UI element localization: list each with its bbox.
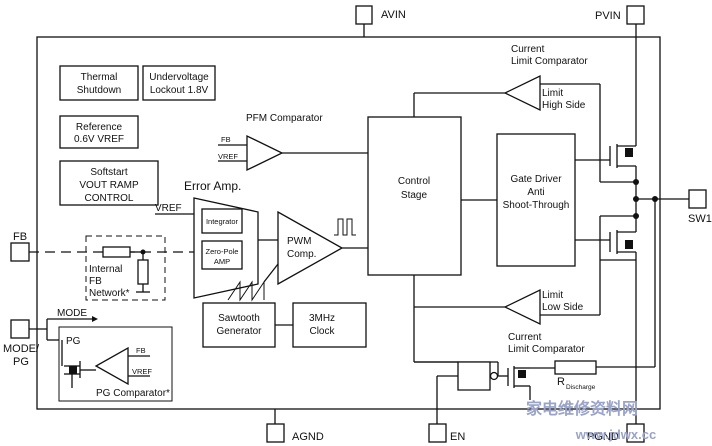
current-limit-high-comparator: Limit High Side	[413, 74, 601, 142]
mode-label: MODE	[57, 308, 87, 319]
pin-pg-label: PG	[13, 356, 29, 368]
gate-driver-block: Gate Driver Anti Shoot-Through	[496, 133, 576, 267]
gate-driver-line3: Shoot-Through	[503, 200, 570, 211]
limit-low-label1: Limit	[542, 290, 563, 301]
internal-fb-line2: FB	[89, 276, 102, 287]
ic-outline	[36, 36, 661, 410]
thermal-line2: Shutdown	[77, 85, 121, 96]
pin-sw1: SW1	[688, 189, 712, 225]
uvlo-line2: Lockout 1.8V	[150, 85, 209, 96]
pin-pgnd: PGND	[587, 423, 645, 443]
gate-driver-line1: Gate Driver	[510, 174, 562, 185]
clock-block: 3MHz Clock	[275, 302, 367, 348]
current-limit-bottom-label1: Current	[508, 332, 542, 343]
watermark: 家电维修资料网 www.jdwx.cc	[526, 399, 656, 442]
error-amplifier: Integrator Zero-Pole AMP VREF	[155, 197, 278, 299]
pg-vref-label: VREF	[132, 367, 152, 376]
current-limit-bottom-label2: Limit Comparator	[508, 344, 585, 355]
low-side-mosfet	[575, 216, 637, 260]
clock-line2: Clock	[309, 326, 335, 337]
softstart-line2: VOUT RAMP	[79, 180, 139, 191]
pfm-comparator: FB VREF	[218, 134, 368, 172]
pin-avin-label: AVIN	[381, 9, 406, 21]
thermal-line1: Thermal	[81, 72, 118, 83]
control-stage-line2: Stage	[401, 190, 428, 201]
watermark-chinese: 家电维修资料网	[526, 399, 638, 418]
reference-line1: Reference	[76, 122, 123, 133]
control-stage-line1: Control	[398, 176, 430, 187]
pin-mode-label: MODE/	[3, 343, 40, 355]
internal-fb-network: Internal FB Network*	[85, 235, 166, 301]
internal-fb-line3: Network*	[89, 288, 130, 299]
pg-fb-label: FB	[136, 346, 146, 355]
softstart-block: Softstart VOUT RAMP CONTROL	[59, 160, 159, 206]
r-discharge-subscript: Discharge	[566, 384, 596, 391]
pg-label: PG	[66, 336, 81, 347]
softstart-line1: Softstart	[90, 167, 127, 178]
mode-pg-section: MODE PG FB VREF PG Comparator*	[29, 308, 173, 402]
pg-comparator-label: PG Comparator*	[96, 388, 170, 399]
reference-line2: 0.6V VREF	[74, 134, 124, 145]
pin-fb-label: FB	[13, 231, 27, 243]
pin-pvin-label: PVIN	[595, 10, 621, 22]
limit-high-label1: Limit	[542, 88, 563, 99]
error-amp-vref-label: VREF	[155, 203, 182, 214]
pfm-fb-label: FB	[221, 135, 231, 144]
current-limit-low-comparator: Limit Low Side	[413, 255, 601, 326]
limit-high-label2: High Side	[542, 100, 586, 111]
internal-fb-line1: Internal	[89, 264, 122, 275]
pin-sw1-label: SW1	[688, 213, 712, 225]
clock-line1: 3MHz	[309, 313, 335, 324]
thermal-shutdown-block: Thermal Shutdown	[59, 65, 139, 101]
uvlo-line1: Undervoltage	[149, 72, 209, 83]
sawtooth-generator-block: Sawtooth Generator	[202, 263, 279, 348]
pwm-comparator: PWM Comp.	[277, 210, 368, 286]
softstart-line3: CONTROL	[85, 193, 134, 204]
pin-avin: AVIN	[355, 5, 406, 37]
error-amp-label: Error Amp.	[184, 179, 241, 193]
pwm-comp-line2: Comp.	[287, 249, 316, 260]
pin-pvin: PVIN	[595, 5, 645, 25]
watermark-url: www.jdwx.cc	[575, 427, 656, 442]
undervoltage-block: Undervoltage Lockout 1.8V	[142, 65, 216, 101]
r-discharge-label: R	[557, 376, 565, 388]
current-limit-top-label1: Current	[511, 44, 545, 55]
pfm-vref-label: VREF	[218, 152, 238, 161]
current-limit-top-label2: Limit Comparator	[511, 56, 588, 67]
limit-low-label2: Low Side	[542, 302, 584, 313]
zero-pole-line1: Zero-Pole	[206, 247, 239, 256]
high-side-mosfet	[575, 140, 637, 182]
sawtooth-line2: Generator	[216, 326, 262, 337]
pin-agnd-label: AGND	[292, 431, 324, 443]
zero-pole-line2: AMP	[214, 257, 230, 266]
integrator-label: Integrator	[206, 217, 239, 226]
pin-mode-pg: MODE/ PG	[3, 319, 40, 368]
pin-agnd: AGND	[266, 409, 324, 443]
pfm-comparator-label: PFM Comparator	[246, 113, 323, 124]
reference-block: Reference 0.6V VREF	[59, 115, 139, 149]
gate-driver-line2: Anti	[527, 187, 544, 198]
pin-en-label: EN	[450, 431, 465, 443]
en-discharge-section: R Discharge	[413, 307, 655, 424]
pin-fb: FB	[10, 231, 30, 262]
control-stage-block: Control Stage	[367, 116, 462, 276]
sawtooth-line1: Sawtooth	[218, 313, 260, 324]
pin-pgnd-label: PGND	[587, 431, 619, 443]
pin-en: EN	[428, 423, 465, 443]
pwm-comp-line1: PWM	[287, 236, 311, 247]
